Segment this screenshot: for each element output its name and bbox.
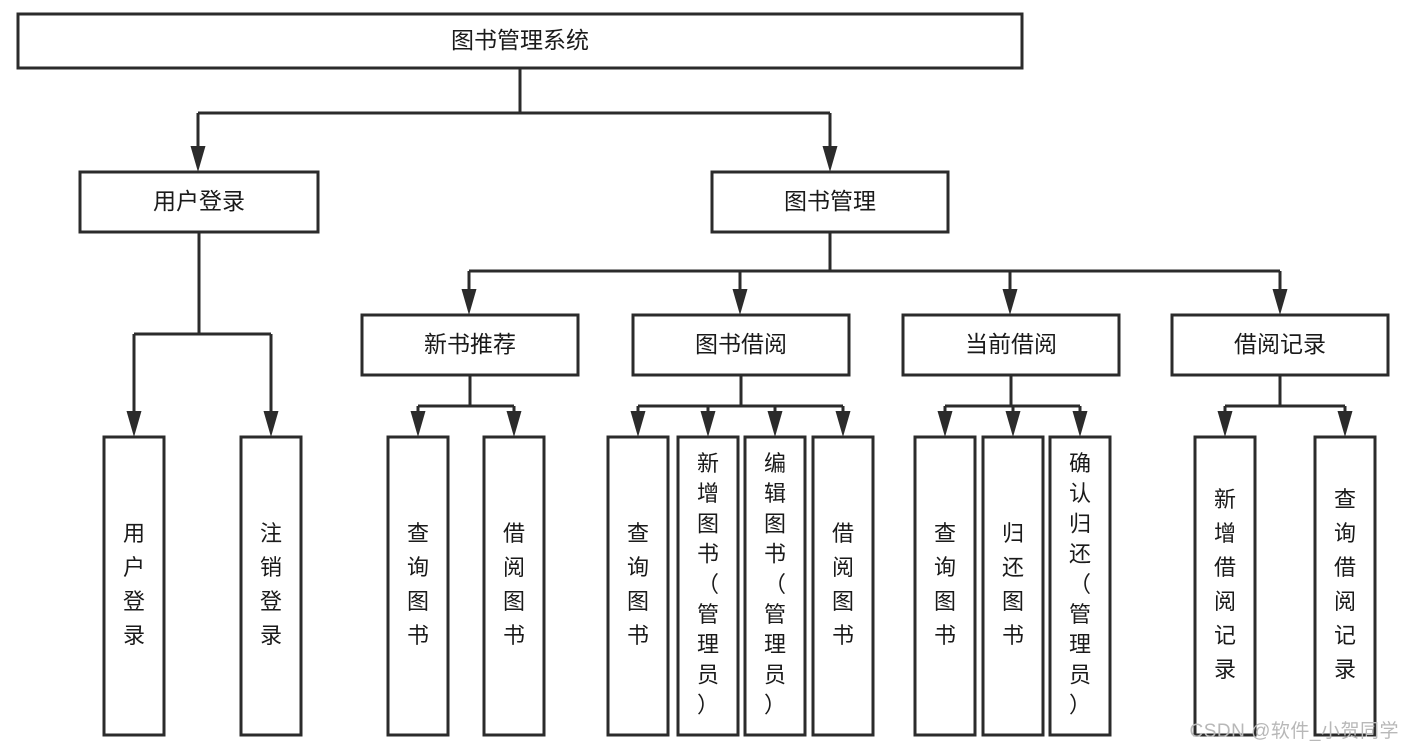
node-box[interactable] — [710, 170, 950, 234]
node-box[interactable] — [1048, 435, 1112, 737]
arrow-head-icon — [461, 289, 477, 315]
arrow-head-icon — [822, 146, 838, 172]
connector-root — [190, 68, 838, 172]
arrow-head-icon — [190, 146, 206, 172]
node-label: 确认归还（管理员） — [1069, 451, 1091, 718]
node-leaf-query-book-1[interactable]: 查询图书 — [386, 435, 450, 737]
node-label: 查询图书 — [627, 521, 649, 648]
node-box[interactable] — [102, 435, 166, 737]
arrow-head-icon — [732, 289, 748, 315]
node-borrow-record[interactable]: 借阅记录 — [1170, 313, 1390, 377]
node-label: 编辑图书（管理员） — [764, 451, 786, 718]
arrow-head-icon — [630, 411, 646, 437]
node-leaf-confirm-return[interactable]: 确认归还（管理员） — [1048, 435, 1112, 737]
node-label: 查询图书 — [934, 521, 956, 648]
node-label: 注销登录 — [260, 521, 282, 648]
node-book-manage[interactable]: 图书管理 — [710, 170, 950, 234]
arrow-head-icon — [1005, 411, 1021, 437]
node-label: 图书管理 — [784, 188, 876, 214]
node-book-borrow[interactable]: 图书借阅 — [631, 313, 851, 377]
node-current-borrow[interactable]: 当前借阅 — [901, 313, 1121, 377]
node-leaf-return-book[interactable]: 归还图书 — [981, 435, 1045, 737]
node-leaf-add-book[interactable]: 新增图书（管理员） — [676, 435, 740, 737]
node-box[interactable] — [1170, 313, 1390, 377]
arrow-head-icon — [1337, 411, 1353, 437]
node-leaf-logout[interactable]: 注销登录 — [239, 435, 303, 737]
arrow-head-icon — [767, 411, 783, 437]
node-label: 查询图书 — [407, 521, 429, 648]
node-root[interactable]: 图书管理系统 — [16, 12, 1024, 70]
arrow-head-icon — [937, 411, 953, 437]
connector-book-borrow — [630, 375, 851, 437]
node-user-login[interactable]: 用户登录 — [78, 170, 320, 234]
node-box[interactable] — [1313, 435, 1377, 737]
node-label: 新增借阅记录 — [1214, 487, 1236, 682]
arrow-head-icon — [1002, 289, 1018, 315]
node-box[interactable] — [482, 435, 546, 737]
node-box[interactable] — [78, 170, 320, 234]
connector-borrow-record — [1217, 375, 1353, 437]
node-leaf-query-book-2[interactable]: 查询图书 — [606, 435, 670, 737]
node-leaf-add-record[interactable]: 新增借阅记录 — [1193, 435, 1257, 737]
node-label: 借阅图书 — [832, 521, 854, 648]
node-label: 当前借阅 — [965, 331, 1057, 357]
node-label: 归还图书 — [1002, 521, 1024, 648]
node-new-book-rec[interactable]: 新书推荐 — [360, 313, 580, 377]
arrow-head-icon — [506, 411, 522, 437]
node-label: 图书借阅 — [695, 331, 787, 357]
node-box[interactable] — [1193, 435, 1257, 737]
node-box[interactable] — [16, 12, 1024, 70]
arrow-head-icon — [700, 411, 716, 437]
edges-layer — [126, 68, 1353, 437]
node-box[interactable] — [811, 435, 875, 737]
node-label: 借阅图书 — [503, 521, 525, 648]
node-box[interactable] — [676, 435, 740, 737]
node-label: 图书管理系统 — [451, 27, 589, 53]
arrow-head-icon — [1272, 289, 1288, 315]
arrow-head-icon — [1072, 411, 1088, 437]
arrow-head-icon — [1217, 411, 1233, 437]
connector-user-login — [126, 232, 279, 437]
node-box[interactable] — [360, 313, 580, 377]
node-label: 用户登录 — [123, 521, 145, 648]
node-label: 新书推荐 — [424, 331, 516, 357]
node-box[interactable] — [981, 435, 1045, 737]
arrow-head-icon — [410, 411, 426, 437]
node-leaf-edit-book[interactable]: 编辑图书（管理员） — [743, 435, 807, 737]
node-leaf-query-book-3[interactable]: 查询图书 — [913, 435, 977, 737]
node-leaf-borrow-book-2[interactable]: 借阅图书 — [811, 435, 875, 737]
node-label: 查询借阅记录 — [1334, 487, 1356, 682]
node-box[interactable] — [239, 435, 303, 737]
arrow-head-icon — [835, 411, 851, 437]
node-box[interactable] — [386, 435, 450, 737]
csdn-watermark: CSDN @软件_小贺同学 — [1189, 721, 1399, 742]
arrow-head-icon — [263, 411, 279, 437]
node-leaf-user-login[interactable]: 用户登录 — [102, 435, 166, 737]
arrow-head-icon — [126, 411, 142, 437]
connector-new-book-rec — [410, 375, 522, 437]
nodes-layer: 图书管理系统用户登录图书管理新书推荐图书借阅当前借阅借阅记录用户登录注销登录查询… — [16, 12, 1390, 737]
node-box[interactable] — [913, 435, 977, 737]
node-box[interactable] — [901, 313, 1121, 377]
node-box[interactable] — [743, 435, 807, 737]
node-box[interactable] — [631, 313, 851, 377]
node-label: 新增图书（管理员） — [697, 451, 719, 718]
connector-book-manage — [461, 232, 1288, 315]
connector-current-borrow — [937, 375, 1088, 437]
node-label: 用户登录 — [153, 188, 245, 214]
node-label: 借阅记录 — [1234, 331, 1326, 357]
node-box[interactable] — [606, 435, 670, 737]
node-leaf-borrow-book-1[interactable]: 借阅图书 — [482, 435, 546, 737]
node-leaf-query-record[interactable]: 查询借阅记录 — [1313, 435, 1377, 737]
